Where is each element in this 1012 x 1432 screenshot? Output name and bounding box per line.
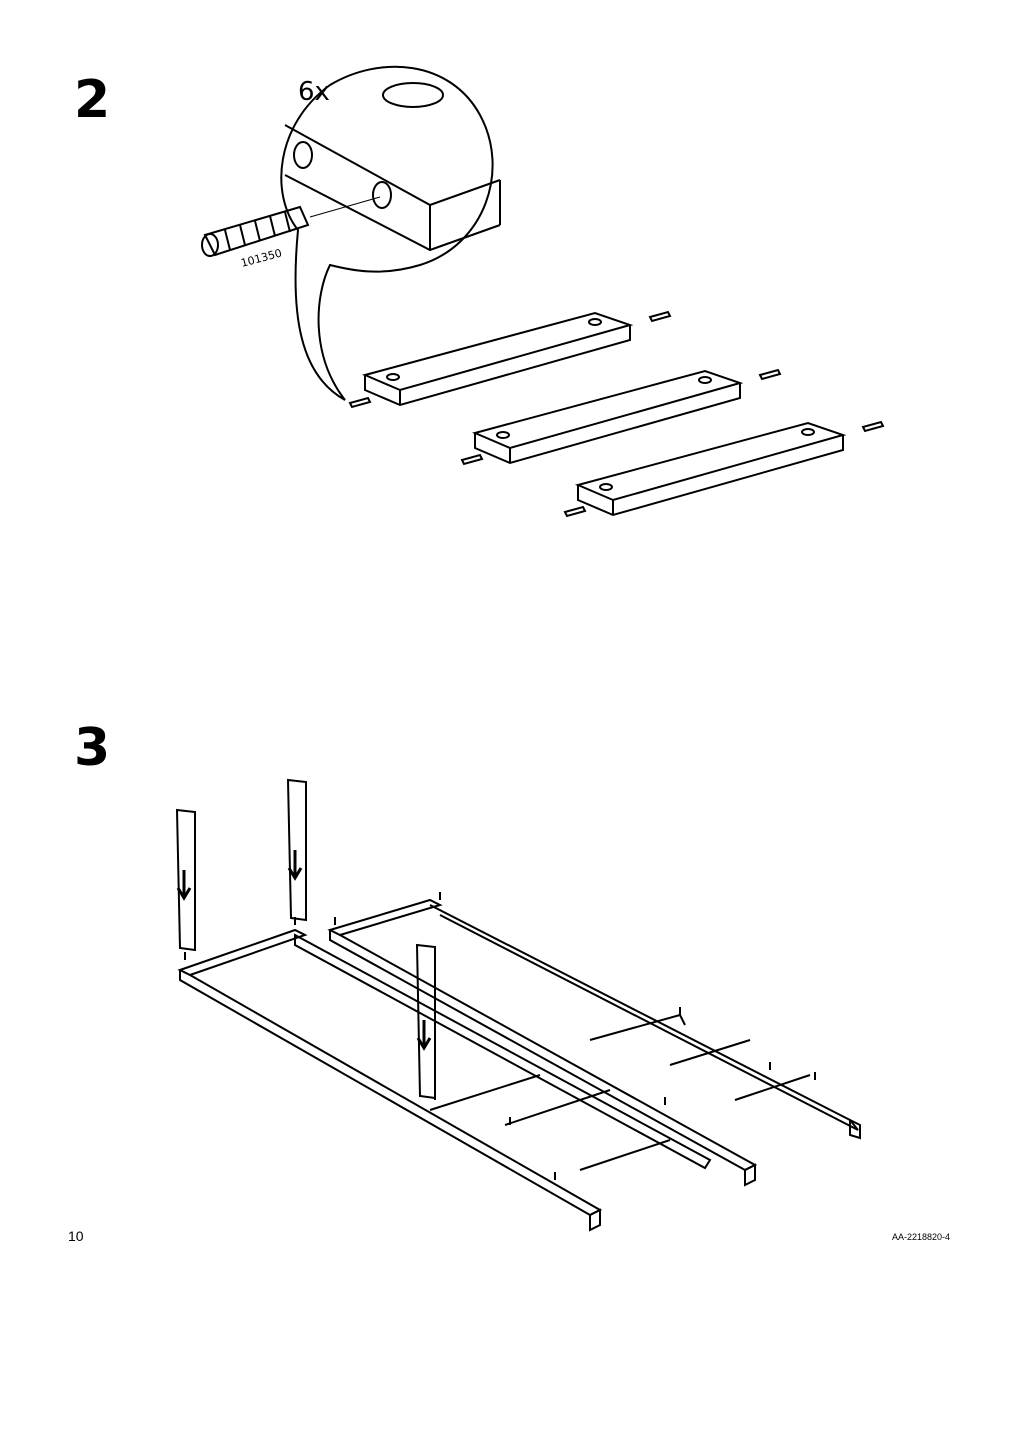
step-2-dowel-insertion-illustration: 6x 101350	[201, 65, 885, 518]
leg-upright-2	[286, 778, 307, 922]
page-number: 10	[68, 1228, 84, 1244]
part-number-label: 101350	[239, 246, 283, 269]
board-3	[563, 420, 885, 518]
step-2-number: 2	[74, 70, 111, 130]
step-3-number: 3	[74, 718, 111, 778]
document-code: AA-2218820-4	[891, 1232, 950, 1242]
dowel-hole-side-2	[372, 181, 392, 209]
leg-upright-3	[415, 943, 436, 1100]
enlarged-board	[284, 124, 501, 252]
dowel-pin	[201, 205, 310, 257]
dowel-peg	[184, 892, 816, 1180]
dowel-hole-top	[382, 82, 444, 108]
quantity-label: 6x	[298, 77, 330, 107]
board-1	[348, 310, 672, 409]
leg-upright-1	[175, 808, 196, 952]
bed-frame-rail-right	[327, 898, 861, 1187]
down-arrow-icon	[416, 1020, 432, 1051]
down-arrow-icon	[287, 850, 303, 881]
bed-frame-rail-left	[177, 928, 712, 1232]
board-2	[460, 368, 782, 466]
dowel-hole-side-1	[293, 141, 313, 169]
down-arrow-icon	[176, 870, 192, 901]
magnifier-circle	[280, 65, 494, 401]
step-3-frame-assembly-illustration	[175, 778, 861, 1232]
